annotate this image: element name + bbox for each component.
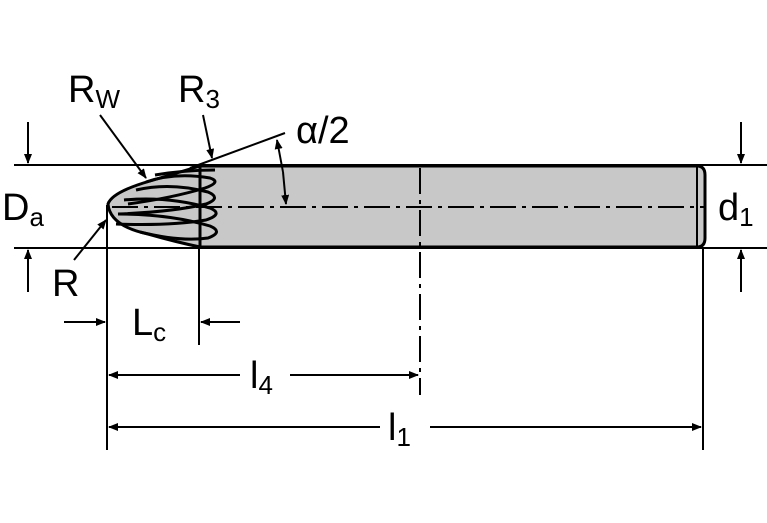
label-r: R: [52, 263, 79, 305]
alpha-arrow-bottom: [281, 171, 290, 205]
alpha-angle-line: [189, 132, 286, 169]
label-l1: l1: [388, 407, 411, 452]
label-da: Da: [2, 187, 44, 232]
label-rw: RW: [68, 69, 120, 114]
flutes: [115, 168, 218, 241]
r-leader: [73, 219, 107, 261]
label-l4: l4: [250, 355, 273, 400]
label-d1: d1: [718, 187, 754, 232]
label-alpha: α/2: [296, 110, 350, 152]
rw-leader: [99, 114, 147, 179]
label-lc: Lc: [132, 302, 166, 347]
r3-leader: [202, 114, 215, 159]
alpha-arrow-top: [274, 139, 284, 173]
label-r3: R3: [178, 69, 220, 114]
